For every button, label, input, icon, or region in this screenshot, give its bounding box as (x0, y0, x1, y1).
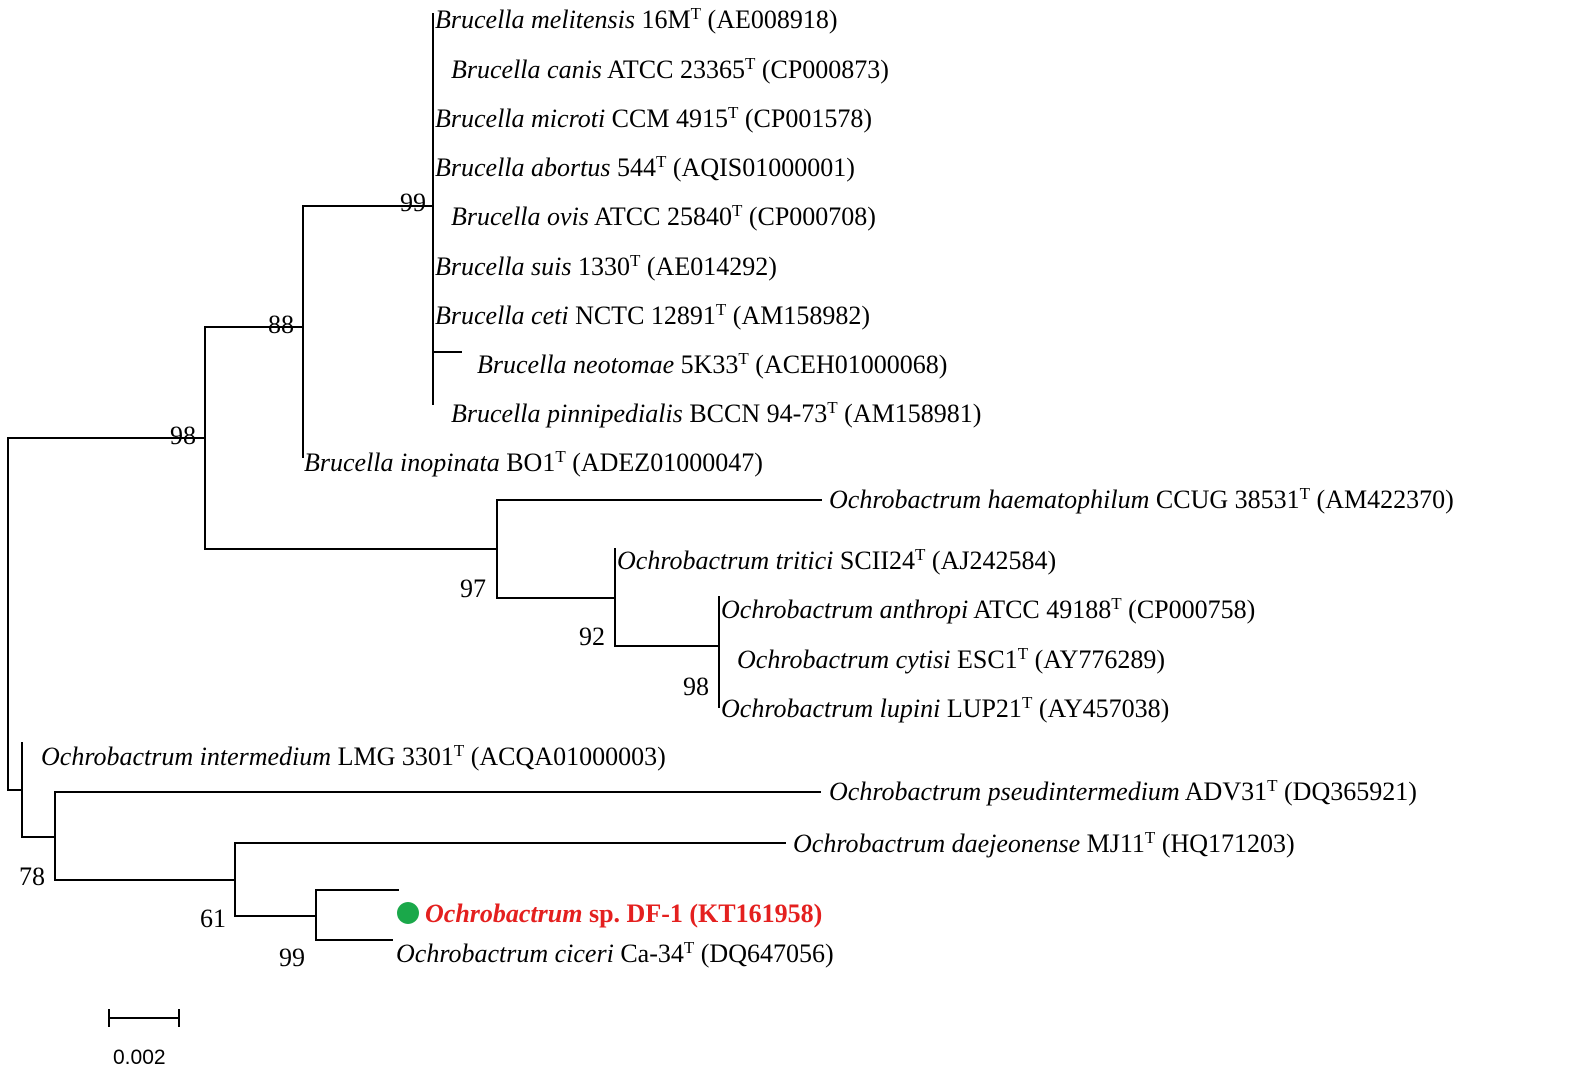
taxon-label-ochrobactrum-tritici: Ochrobactrum tritici SCII24T (AJ242584) (617, 545, 1056, 575)
taxon-label-brucella-suis: Brucella suis 1330T (AE014292) (435, 251, 777, 281)
taxon-label-ochrobactrum-ciceri: Ochrobactrum ciceri Ca-34T (DQ647056) (396, 938, 834, 968)
taxon-label-brucella-neotomae: Brucella neotomae 5K33T (ACEH01000068) (477, 349, 947, 379)
tree-branches (7, 13, 822, 941)
scale-bar: 0.002 (108, 1009, 180, 1069)
taxon-label-ochrobactrum-anthropi: Ochrobactrum anthropi ATCC 49188T (CP000… (721, 594, 1255, 624)
bootstrap-value-brucella-ochro-clade: 98 (170, 421, 196, 450)
bootstrap-value-node92: 92 (579, 622, 605, 651)
taxon-label-brucella-canis: Brucella canis ATCC 23365T (CP000873) (451, 54, 889, 84)
taxon-label-ochrobactrum-daejeonense: Ochrobactrum daejeonense MJ11T (HQ171203… (793, 828, 1295, 858)
taxon-label-brucella-microti: Brucella microti CCM 4915T (CP001578) (435, 103, 872, 133)
taxon-label-brucella-ovis: Brucella ovis ATCC 25840T (CP000708) (451, 201, 876, 231)
bootstrap-value-brucella-core: 99 (400, 188, 426, 217)
highlight-marker-dot (397, 902, 419, 924)
taxon-label-ochrobactrum-lupini: Ochrobactrum lupini LUP21T (AY457038) (721, 693, 1169, 723)
taxon-label-ochrobactrum-cytisi: Ochrobactrum cytisi ESC1T (AY776289) (737, 644, 1165, 674)
bootstrap-value-ochro-upper-clade: 97 (460, 574, 486, 603)
taxon-label-ochrobactrum-df1-highlighted: Ochrobactrum sp. DF-1 (KT161958) (425, 899, 822, 928)
taxon-label-brucella-ceti: Brucella ceti NCTC 12891T (AM158982) (435, 300, 870, 330)
bootstrap-value-node78: 78 (19, 862, 45, 891)
bootstrap-value-node61: 61 (200, 904, 226, 933)
bootstrap-value-brucella-clade: 88 (268, 310, 294, 339)
taxon-label-brucella-abortus: Brucella abortus 544T (AQIS01000001) (435, 152, 855, 182)
taxon-label-brucella-pinnipedialis: Brucella pinnipedialis BCCN 94-73T (AM15… (451, 398, 981, 428)
bootstrap-value-anthropi-cytisi-lupini: 98 (683, 672, 709, 701)
taxon-label-ochrobactrum-haematophilum: Ochrobactrum haematophilum CCUG 38531T (… (829, 484, 1454, 514)
scale-bar-label: 0.002 (113, 1046, 166, 1069)
taxon-label-ochrobactrum-pseudintermedium: Ochrobactrum pseudintermedium ADV31T (DQ… (829, 776, 1417, 806)
taxon-label-ochrobactrum-intermedium: Ochrobactrum intermedium LMG 3301T (ACQA… (41, 741, 666, 771)
taxon-label-brucella-melitensis: Brucella melitensis 16MT (AE008918) (435, 4, 838, 34)
taxon-label-brucella-inopinata: Brucella inopinata BO1T (ADEZ01000047) (304, 447, 763, 477)
bootstrap-values: 99 88 98 97 92 98 78 61 99 (19, 188, 709, 972)
taxon-labels: Brucella melitensis 16MT (AE008918) Bruc… (41, 4, 1454, 968)
bootstrap-value-df1-ciceri: 99 (279, 943, 305, 972)
